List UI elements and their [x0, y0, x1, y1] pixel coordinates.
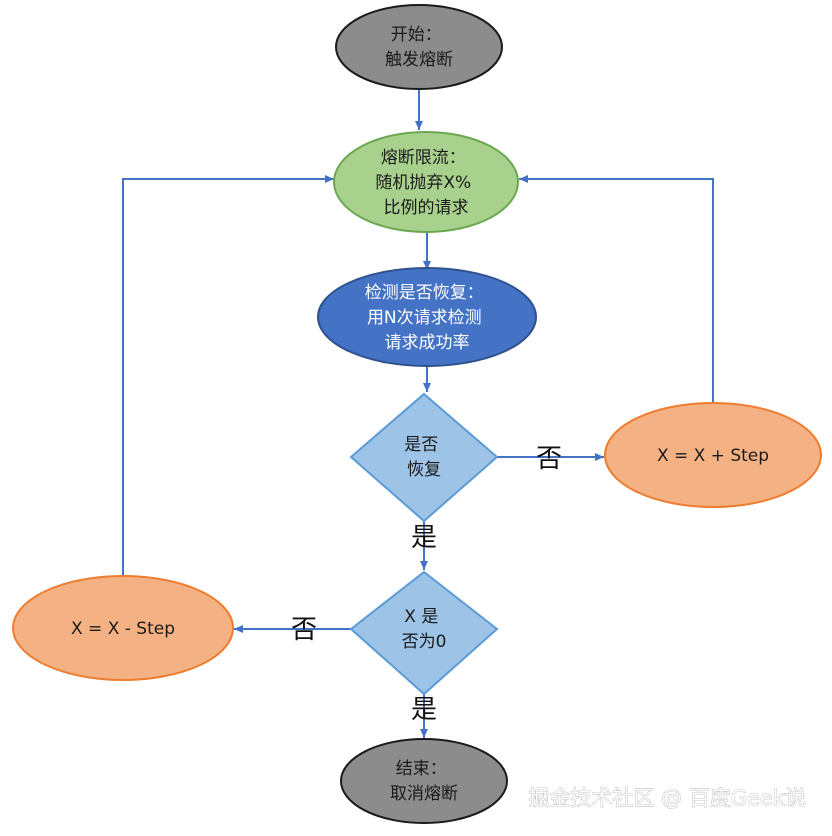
- start-line-1: 开始：: [391, 25, 442, 45]
- recovered-line-2: 恢复: [407, 460, 441, 480]
- end-node: [340, 738, 508, 824]
- recovered-decision-text: 是否 恢复: [404, 435, 443, 480]
- recovery-check-node-text: 检测是否恢复： 用N次请求检测 请求成功率: [365, 283, 489, 353]
- edges: [122, 90, 714, 738]
- end-node-text: 结束： 取消熔断: [390, 759, 458, 804]
- end-line-2: 取消熔断: [390, 784, 458, 804]
- rate-limit-node: [333, 131, 519, 233]
- edge-label-recovered-no: 否: [536, 444, 562, 474]
- zero-line-2: 否为0: [402, 632, 447, 652]
- recovered-line-1: 是否: [404, 435, 438, 455]
- decrease-x-node-text: X = X - Step: [71, 619, 175, 639]
- detect-line-2: 用N次请求检测: [367, 308, 482, 328]
- decrease-x-node: [12, 575, 234, 681]
- increase-x-node-text: X = X + Step: [657, 446, 769, 466]
- limit-line-2: 随机抛弃X%: [375, 173, 471, 193]
- limit-line-1: 熔断限流：: [381, 148, 466, 168]
- recovered-decision: [349, 392, 499, 523]
- edge-decrease-to-limit: [122, 175, 334, 576]
- start-node: [335, 4, 503, 90]
- x-zero-decision-text: X 是 否为0: [402, 607, 447, 652]
- decrease-line-1: X = X - Step: [71, 619, 175, 639]
- watermark: 掘金技术社区 @ 百度Geek说: [528, 786, 806, 810]
- edge-label-zero-no: 否: [291, 615, 317, 645]
- x-zero-decision: [349, 570, 499, 696]
- rate-limit-node-text: 熔断限流： 随机抛弃X% 比例的请求: [375, 148, 476, 218]
- edge-increase-to-limit: [519, 175, 714, 402]
- edge-label-zero-yes: 是: [411, 695, 437, 725]
- recovery-check-node: [317, 267, 537, 367]
- start-line-2: 触发熔断: [385, 50, 453, 70]
- increase-line-1: X = X + Step: [657, 446, 769, 466]
- end-line-1: 结束：: [396, 759, 447, 779]
- detect-line-3: 请求成功率: [385, 333, 470, 353]
- limit-line-3: 比例的请求: [384, 198, 469, 218]
- increase-x-node: [604, 402, 822, 508]
- start-node-text: 开始： 触发熔断: [385, 25, 453, 70]
- zero-line-1: X 是: [404, 607, 438, 627]
- edge-label-recovered-yes: 是: [411, 523, 437, 553]
- detect-line-1: 检测是否恢复：: [365, 283, 484, 303]
